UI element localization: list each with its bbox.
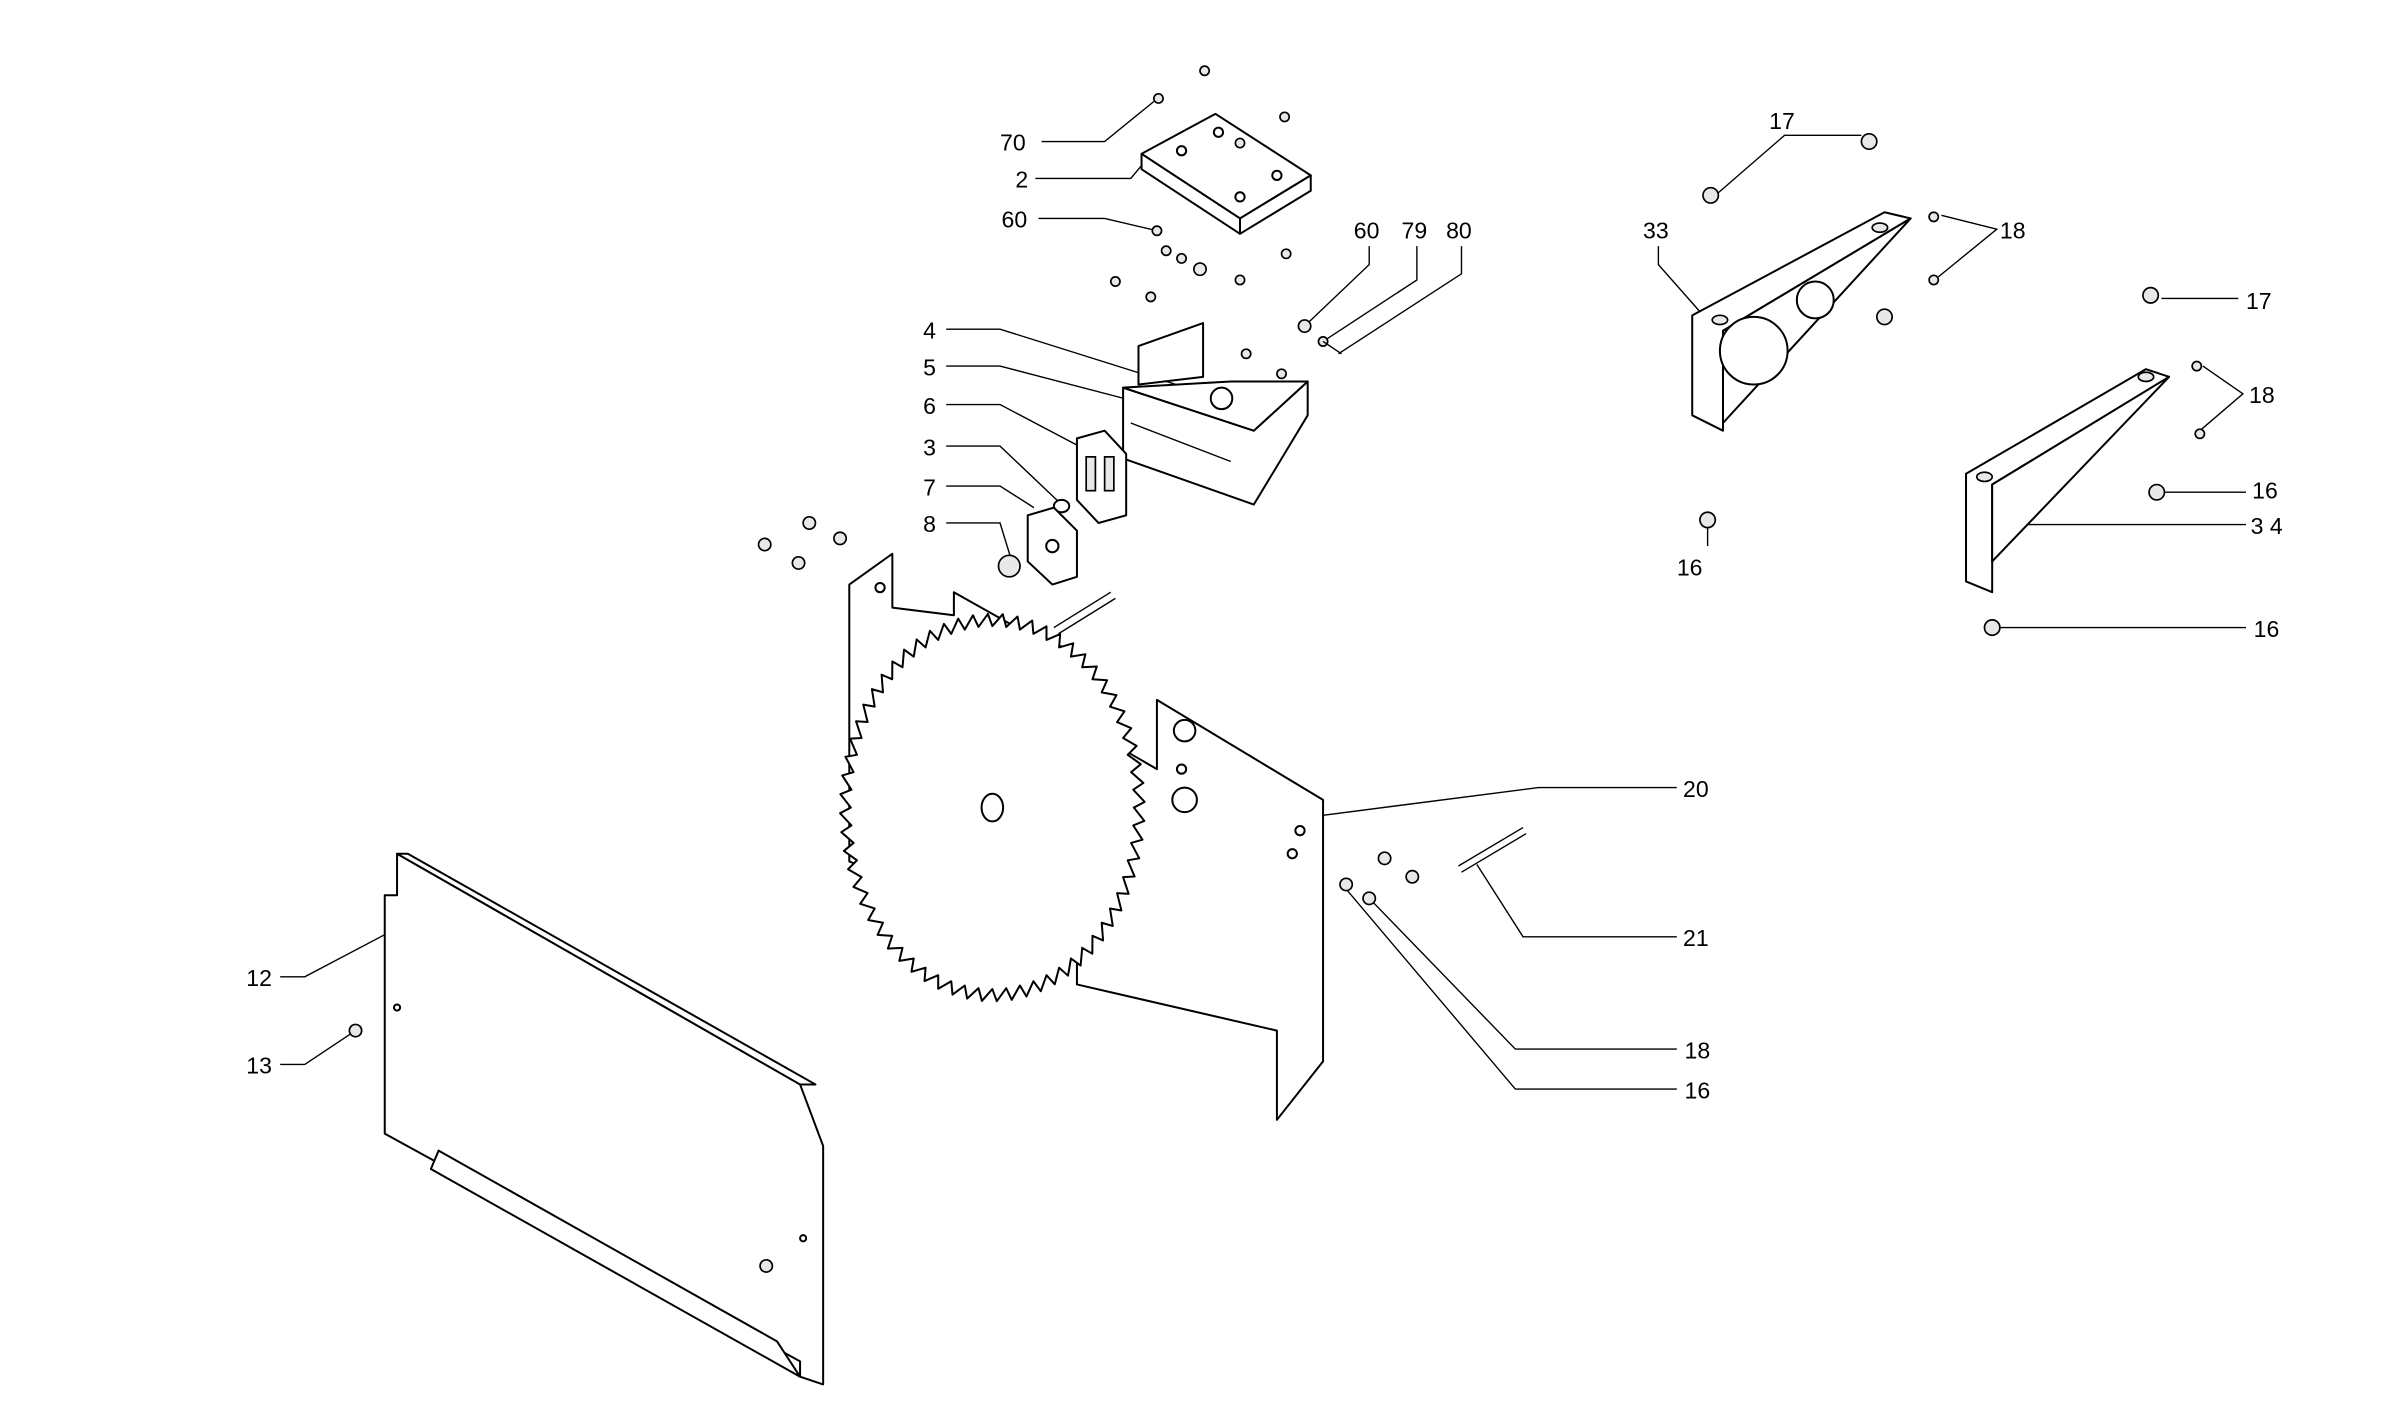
leader-lines bbox=[280, 100, 2246, 1090]
callout-3: 3 bbox=[923, 434, 936, 460]
callout-17: 17 bbox=[1769, 108, 1795, 134]
callout-13: 13 bbox=[246, 1053, 272, 1079]
callout-16: 16 bbox=[1685, 1077, 1711, 1103]
callout-4: 4 bbox=[923, 317, 936, 343]
callout-60: 60 bbox=[1002, 207, 1028, 233]
callout-34: 3 4 bbox=[2251, 513, 2283, 539]
bracket-33 bbox=[1691, 132, 1940, 529]
bolts-right bbox=[1339, 826, 1527, 906]
bracket-34 bbox=[1965, 286, 2206, 637]
callout-2: 2 bbox=[1015, 167, 1028, 193]
top-mounting-plate bbox=[1140, 112, 1312, 235]
callout-16: 16 bbox=[2252, 477, 2278, 503]
callout-labels: 70 2 60 60 79 80 4 5 6 3 7 8 17 33 18 17… bbox=[246, 108, 2283, 1103]
callout-18: 18 bbox=[1685, 1037, 1711, 1063]
callout-7: 7 bbox=[923, 474, 936, 500]
callout-6: 6 bbox=[923, 393, 936, 419]
riving-knife-guide bbox=[1122, 322, 1309, 506]
callout-80: 80 bbox=[1446, 217, 1472, 243]
front-panel bbox=[348, 852, 825, 1386]
callout-33: 33 bbox=[1643, 217, 1669, 243]
callout-12: 12 bbox=[246, 965, 272, 991]
callout-16: 16 bbox=[2254, 616, 2280, 642]
screws-top bbox=[1109, 65, 1342, 380]
callout-79: 79 bbox=[1402, 217, 1428, 243]
bolts-left bbox=[757, 515, 1116, 635]
callout-18: 18 bbox=[2000, 217, 2026, 243]
callout-8: 8 bbox=[923, 511, 936, 537]
callout-18: 18 bbox=[2249, 382, 2275, 408]
callout-16: 16 bbox=[1677, 554, 1703, 580]
callout-20: 20 bbox=[1683, 776, 1709, 802]
saw-blade bbox=[839, 612, 1146, 1003]
callout-70: 70 bbox=[1000, 130, 1026, 156]
callout-17: 17 bbox=[2246, 288, 2272, 314]
callout-5: 5 bbox=[923, 354, 936, 380]
callout-21: 21 bbox=[1683, 925, 1709, 951]
clamp-plates bbox=[997, 429, 1128, 586]
callout-60: 60 bbox=[1354, 217, 1380, 243]
